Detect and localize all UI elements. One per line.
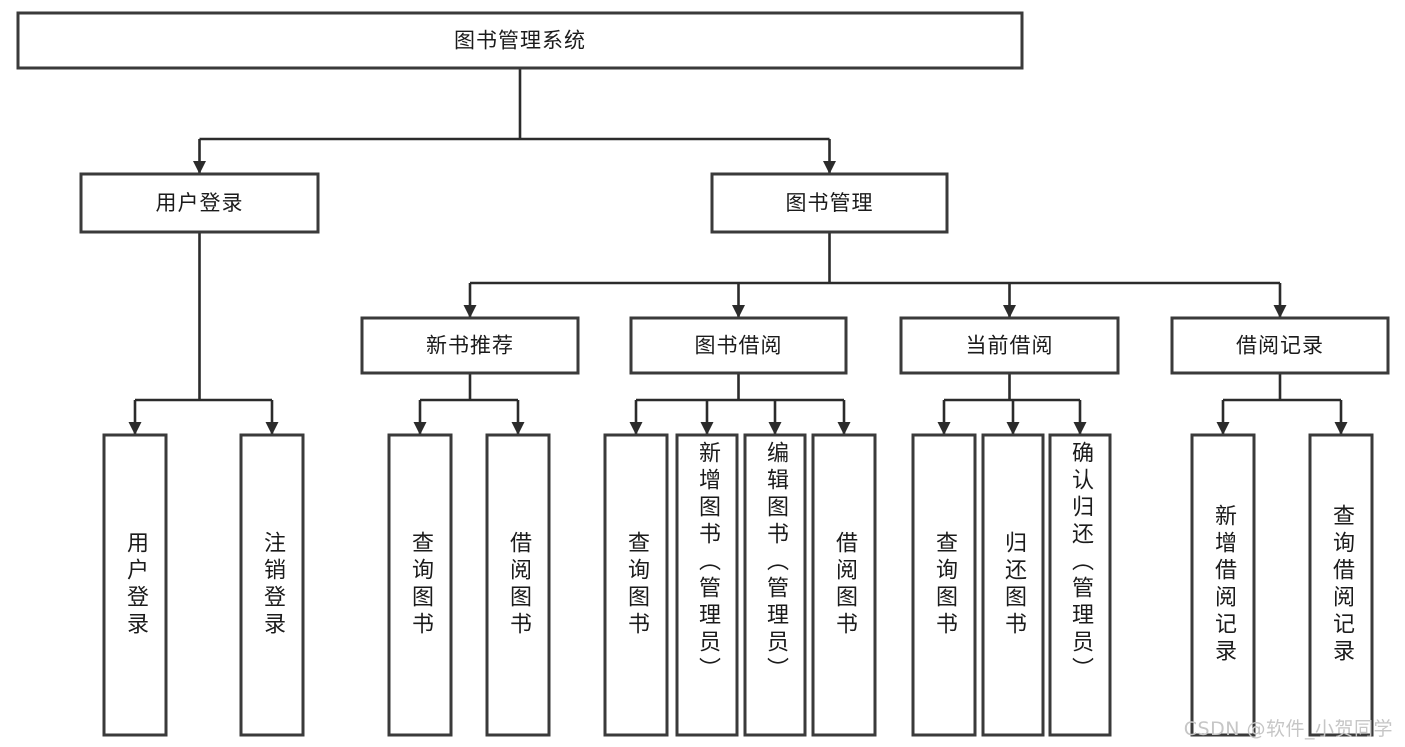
arrow-head xyxy=(463,305,477,318)
node-box-user-login[interactable] xyxy=(79,172,320,234)
edges-layer xyxy=(128,68,1348,435)
node-box-leaf-borrow-lend-book[interactable] xyxy=(811,433,877,737)
arrow-head xyxy=(193,161,206,174)
arrow-head xyxy=(1073,422,1087,435)
node-box-book-borrow[interactable] xyxy=(629,316,848,375)
arrow-head xyxy=(700,422,714,435)
arrow-head xyxy=(768,422,782,435)
arrow-head xyxy=(823,161,836,174)
node-box-leaf-borrow-edit-book[interactable] xyxy=(743,433,807,737)
arrow-head xyxy=(732,305,745,318)
arrow-head xyxy=(1334,422,1348,435)
arrow-head xyxy=(629,422,643,435)
arrow-head xyxy=(1273,305,1287,318)
node-box-leaf-current-query-book[interactable] xyxy=(911,433,977,737)
node-box-leaf-rec-query-book[interactable] xyxy=(387,433,453,737)
node-box-leaf-borrow-add-book[interactable] xyxy=(675,433,739,737)
node-label-borrow-record: 借阅记录 xyxy=(1236,334,1324,358)
node-label-current-borrow: 当前借阅 xyxy=(966,334,1054,358)
node-box-book-manage[interactable] xyxy=(710,172,949,234)
node-box-borrow-record[interactable] xyxy=(1170,316,1390,375)
node-box-leaf-user-login[interactable] xyxy=(102,433,168,737)
arrow-head xyxy=(1006,422,1020,435)
node-label-new-book-rec: 新书推荐 xyxy=(426,334,514,358)
node-box-leaf-rec-borrow-book[interactable] xyxy=(485,433,551,737)
node-box-leaf-current-confirm-return[interactable] xyxy=(1048,433,1112,737)
node-box-leaf-record-query[interactable] xyxy=(1308,433,1374,737)
arrow-head xyxy=(1003,305,1016,318)
node-box-leaf-user-logout[interactable] xyxy=(239,433,305,737)
arrow-head xyxy=(1216,422,1230,435)
boxes-layer xyxy=(16,11,1390,737)
node-box-leaf-current-return-book[interactable] xyxy=(981,433,1045,737)
arrow-head xyxy=(837,422,851,435)
node-label-user-login: 用户登录 xyxy=(156,191,244,215)
node-box-leaf-borrow-query-book[interactable] xyxy=(603,433,669,737)
arrow-head xyxy=(413,422,427,435)
arrow-head xyxy=(511,422,525,435)
node-label-book-manage: 图书管理 xyxy=(786,191,874,215)
node-label-book-borrow: 图书借阅 xyxy=(695,334,783,358)
node-box-current-borrow[interactable] xyxy=(899,316,1120,375)
arrow-head xyxy=(265,422,279,435)
watermark-text: CSDN @软件_小贺同学 xyxy=(1183,718,1393,740)
node-box-new-book-rec[interactable] xyxy=(360,316,580,375)
arrow-head xyxy=(128,422,142,435)
node-box-leaf-record-add[interactable] xyxy=(1190,433,1256,737)
node-box-root[interactable] xyxy=(16,11,1024,70)
node-label-root: 图书管理系统 xyxy=(454,29,586,53)
arrow-head xyxy=(937,422,951,435)
